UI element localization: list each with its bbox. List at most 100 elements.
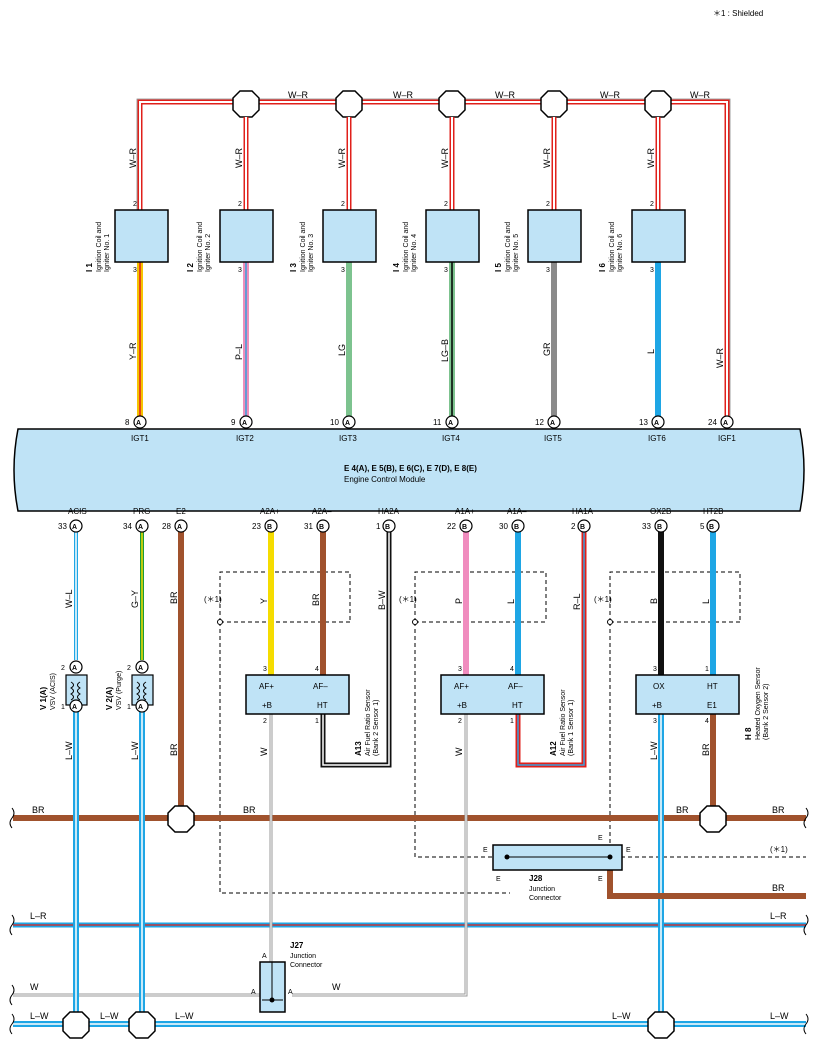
ecm-pin-a2ap-name: A2A+ <box>260 507 280 516</box>
h8-n1: 3 <box>653 666 657 673</box>
vsv-wires <box>73 530 184 1024</box>
svg-text:A: A <box>138 704 143 711</box>
vsv2-pin-top: 2 <box>127 665 131 672</box>
coil1-bottom-wire-label: Y–R <box>128 342 138 360</box>
ecm-pin-ha2a-num: 1 <box>376 522 381 531</box>
svg-text:B: B <box>657 524 662 531</box>
ecm-pin-ha1a-name: HA1A <box>572 507 594 516</box>
shield-ground-dot-1 <box>217 619 223 625</box>
coil5-pin-bot: 3 <box>546 267 550 274</box>
a12-w3-label: W <box>454 747 464 756</box>
svg-text:B: B <box>267 524 272 531</box>
h8-name1: Heated Oxygen Sensor <box>755 667 762 740</box>
a12-p1: AF+ <box>454 682 469 691</box>
igf-wire-label: W–R <box>715 348 725 369</box>
shield-label-2: (＊1) <box>399 595 417 604</box>
j27-name2: Connector <box>290 962 323 969</box>
ecm-pin-igt1-num: 8 <box>125 418 130 427</box>
w-bus-label-2: W <box>332 982 341 992</box>
bottom-splices <box>62 805 727 1039</box>
a13-w1-label: Y <box>259 598 269 604</box>
e2-wire-label-2: BR <box>169 743 179 756</box>
svg-text:A: A <box>448 420 453 427</box>
h8-code: H 8 <box>744 727 753 740</box>
top-wr-bus <box>136 98 731 420</box>
top-bus-label-2: W–R <box>393 90 414 100</box>
br-bus-label-1: BR <box>32 805 45 815</box>
h8-w3-label: L–W <box>649 741 659 760</box>
ecm-pin-e2-name: E2 <box>176 507 186 516</box>
coil-5: 2 3 I 5 Ignition Coil and Igniter No. 5 <box>494 201 582 274</box>
lw-bus-label-1: L–W <box>30 1011 49 1021</box>
br-bus-label-3: BR <box>676 805 689 815</box>
coil2-pin-bot: 3 <box>238 267 242 274</box>
br-bus-label-2: BR <box>243 805 256 815</box>
a13-n3: 2 <box>263 718 267 725</box>
coil3-bottom-wire-label: LG <box>337 344 347 356</box>
h8-w4-label: BR <box>701 743 711 756</box>
coil1-name1: Ignition Coil and <box>96 222 103 272</box>
coil4-pin-top: 2 <box>444 201 448 208</box>
ecm-pin-a1ap-name: A1A+ <box>455 507 475 516</box>
svg-text:A: A <box>72 665 77 672</box>
coil3-name1: Ignition Coil and <box>300 222 307 272</box>
ecm-pin-ht2b-num: 5 <box>700 522 705 531</box>
junction-j27: A A A J27 Junction Connector <box>251 941 323 1013</box>
j28-pin-1: E <box>483 847 488 854</box>
ecm-pin-igt3-name: IGT3 <box>339 434 357 443</box>
coil6-name2: Igniter No. 6 <box>617 234 624 272</box>
svg-text:A: A <box>177 524 182 531</box>
bottom-buses <box>13 815 806 1027</box>
coil4-bottom-wire-label: LG–B <box>440 339 450 362</box>
vsv1-name: VSV (ACIS) <box>50 673 57 710</box>
vsv1-code: V 1(A) <box>39 687 48 710</box>
lw-bus-label-3: L–W <box>175 1011 194 1021</box>
h8-w2-label: L <box>701 599 711 604</box>
ecm-pin-a2am-num: 31 <box>304 522 313 531</box>
svg-text:A: A <box>550 420 555 427</box>
coil3-name2: Igniter No. 3 <box>308 234 315 272</box>
coil3-top-wire-label: W–R <box>337 148 347 169</box>
coil3-pin-bot: 3 <box>341 267 345 274</box>
coil5-bottom-wire-label: GR <box>542 342 552 356</box>
lr-bus-label-1: L–R <box>30 911 47 921</box>
ecm-pin-ha1a-num: 2 <box>571 522 576 531</box>
svg-text:A: A <box>138 665 143 672</box>
coil1-name2: Igniter No. 1 <box>104 234 111 272</box>
svg-text:A: A <box>136 420 141 427</box>
j28-name2: Connector <box>529 895 562 902</box>
ecm-pin-igt2-num: 9 <box>231 418 236 427</box>
coil6-pin-top: 2 <box>650 201 654 208</box>
ecm-pin-igt3-num: 10 <box>330 418 339 427</box>
svg-text:A: A <box>242 420 247 427</box>
vsv-purge: A A 2 1 V 2(A) VSV (Purge) <box>105 660 154 713</box>
ecm-code: E 4(A), E 5(B), E 6(C), E 7(D), E 8(E) <box>344 464 477 473</box>
ecm-bottom-pins-right: B B B B B B B B <box>264 519 720 533</box>
a13-n4: 1 <box>315 718 319 725</box>
coil6-name1: Ignition Coil and <box>609 222 616 272</box>
br-bus-label-4: BR <box>772 805 785 815</box>
svg-text:A: A <box>654 420 659 427</box>
coil-3: 2 3 I 3 Ignition Coil and Igniter No. 3 <box>289 201 377 274</box>
coil5-top-wire-label: W–R <box>542 148 552 169</box>
sensor-h8: OX HT +B E1 3 1 3 4 H 8 Heated Oxygen Se… <box>635 666 770 740</box>
ecm-pin-ha2a-name: HA2A <box>378 507 400 516</box>
top-bus-label-3: W–R <box>495 90 516 100</box>
coil6-top-wire-label: W–R <box>646 148 656 169</box>
coil2-top-wire-label: W–R <box>234 148 244 169</box>
ecm-pin-ox2b-name: OX2B <box>650 507 671 516</box>
svg-text:B: B <box>319 524 324 531</box>
a13-w4-label: B–W <box>377 590 387 610</box>
ecm-pin-a2ap-num: 23 <box>252 522 261 531</box>
ecm-pin-ht2b-name: HT2B <box>703 507 723 516</box>
coil5-name2: Igniter No. 5 <box>513 234 520 272</box>
shield-ground-dot-2 <box>412 619 418 625</box>
coil2-pin-top: 2 <box>238 201 242 208</box>
svg-text:A: A <box>138 524 143 531</box>
a12-w1-label: P <box>454 598 464 604</box>
coil4-name1: Ignition Coil and <box>403 222 410 272</box>
ecm-pin-igt2-name: IGT2 <box>236 434 254 443</box>
vsv2-pin-bot: 1 <box>127 704 131 711</box>
junction-j28: E E E E E J28 Junction Connector <box>483 835 631 902</box>
a13-n1: 3 <box>263 666 267 673</box>
